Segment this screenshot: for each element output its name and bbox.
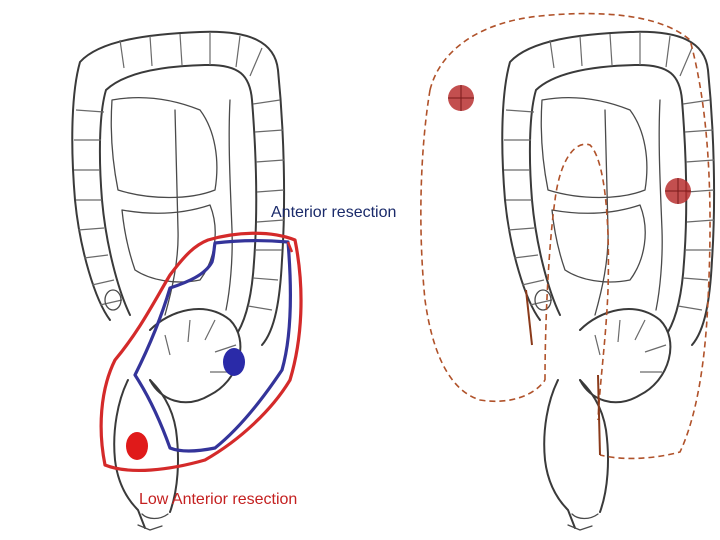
lesion-marker-upper-left xyxy=(448,85,474,111)
resection-line-left xyxy=(525,289,533,346)
tumor-marker-red xyxy=(126,432,148,460)
anterior-resection-boundary xyxy=(133,239,293,453)
low-anterior-resection-boundary xyxy=(99,231,303,473)
dashed-margin-outer xyxy=(429,12,711,460)
resection-line-vertical xyxy=(597,374,601,456)
lesion-marker-right xyxy=(665,178,691,204)
dashed-margin-left xyxy=(420,89,546,403)
anterior-resection-label: Anterior resection xyxy=(271,204,397,221)
tumor-marker-blue xyxy=(223,348,245,376)
dashed-margin-inner xyxy=(544,143,610,421)
low-anterior-resection-label: Low Anterior resection xyxy=(139,491,298,508)
